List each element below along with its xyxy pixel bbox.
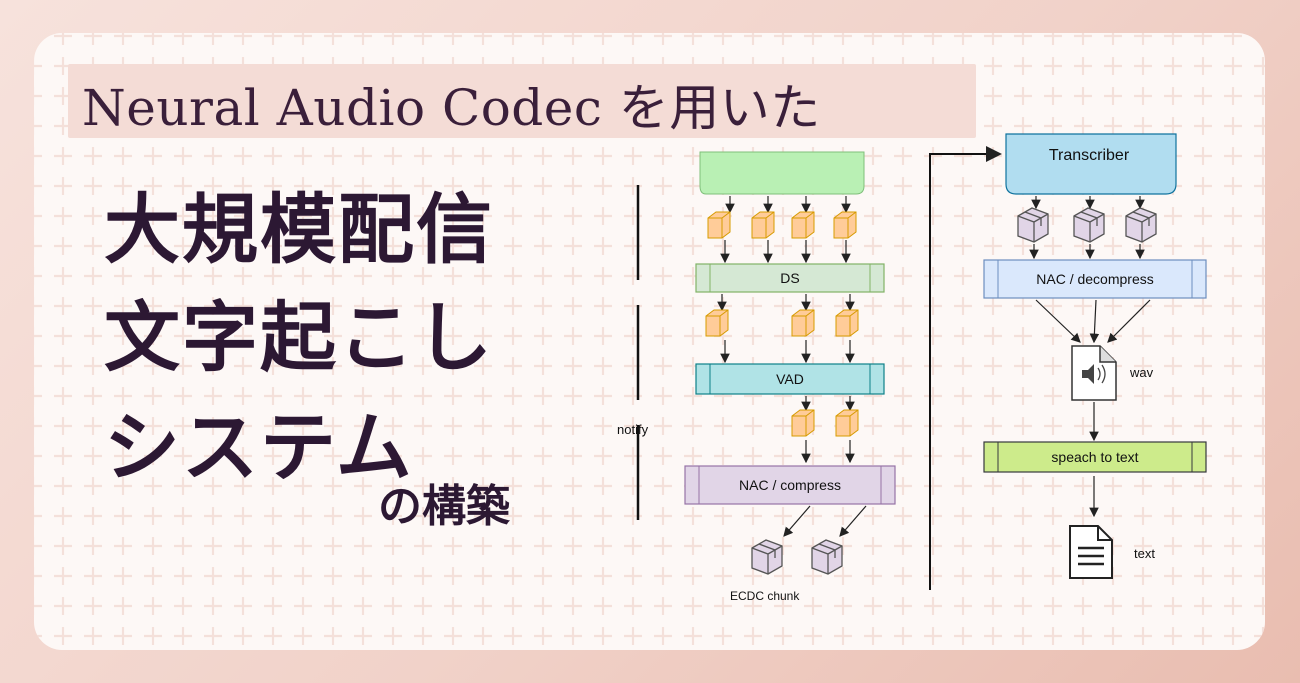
- chunk-icon: [707, 211, 731, 239]
- package-icon: [1125, 207, 1157, 243]
- headline-line-1: 大規模配信: [104, 185, 494, 274]
- package-icon: [1073, 207, 1105, 243]
- ds-stage: DS: [695, 263, 885, 293]
- svg-text:speach to text: speach to text: [1051, 449, 1138, 465]
- title-band: [68, 64, 976, 138]
- package-icon: [751, 539, 783, 575]
- chunk-icon: [751, 211, 775, 239]
- notify-arrow: [929, 146, 1002, 590]
- chunk-icon: [835, 309, 859, 337]
- notify-label: notify: [617, 422, 649, 437]
- svg-text:VAD: VAD: [776, 371, 804, 387]
- headline-suffix: の構築: [378, 481, 510, 532]
- source-block: [699, 151, 865, 195]
- package-icon: [1017, 207, 1049, 243]
- vad-stage: VAD: [695, 363, 885, 395]
- headline-line-2: 文字起こし: [104, 293, 494, 382]
- chunk-icon: [833, 211, 857, 239]
- speech-to-text-stage: speach to text: [983, 441, 1207, 473]
- chunk-icon: [705, 309, 729, 337]
- transcriber-block: Transcriber: [1005, 133, 1177, 195]
- text-file-icon: [1069, 525, 1113, 579]
- page-title: Neural Audio Codec を用いた: [82, 79, 821, 137]
- headline-line-3: システム: [104, 403, 414, 492]
- chunk-icon: [835, 409, 859, 437]
- nac-compress-stage: NAC / compress: [684, 465, 896, 505]
- package-icon: [811, 539, 843, 575]
- wav-file-icon: [1071, 345, 1117, 401]
- ecdc-chunk-label: ECDC chunk: [730, 589, 800, 603]
- svg-text:DS: DS: [780, 270, 799, 286]
- nac-decompress-stage: NAC / decompress: [983, 259, 1207, 299]
- svg-text:NAC / decompress: NAC / decompress: [1036, 271, 1153, 287]
- svg-text:Transcriber: Transcriber: [1049, 147, 1130, 164]
- chunk-icon: [791, 409, 815, 437]
- chunk-icon: [791, 211, 815, 239]
- wav-label: wav: [1129, 365, 1154, 380]
- chunk-icon: [791, 309, 815, 337]
- text-label: text: [1134, 546, 1155, 561]
- svg-text:NAC / compress: NAC / compress: [739, 477, 841, 493]
